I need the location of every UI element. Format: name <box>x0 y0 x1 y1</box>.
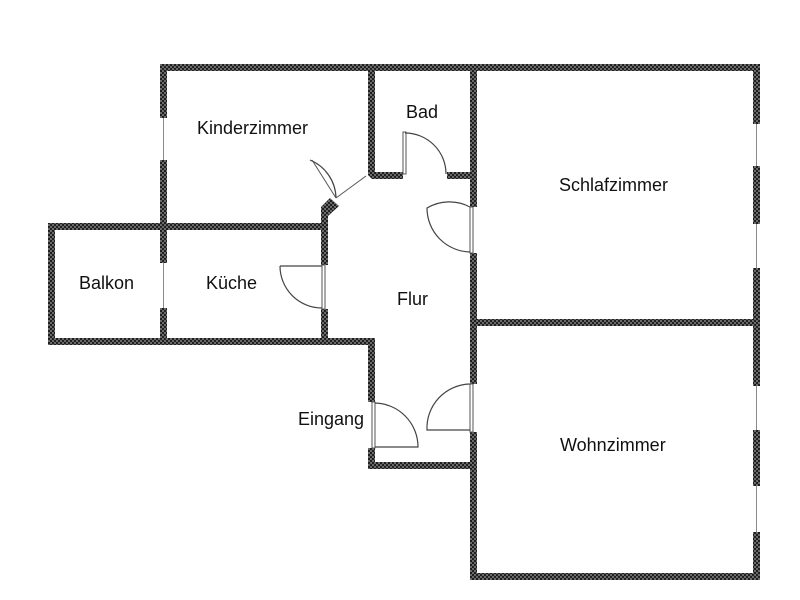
door-kueche <box>279 264 328 310</box>
wall-flur-right <box>470 64 477 469</box>
door-schlafzimmer <box>426 201 477 254</box>
door-kinderzimmer <box>309 159 372 208</box>
label-balkon: Balkon <box>79 273 134 293</box>
label-wohnzimmer: Wohnzimmer <box>560 435 666 455</box>
wall-top <box>160 64 760 71</box>
wall-kitchen-bottom <box>48 338 375 345</box>
wall-kitchen-top <box>48 223 328 230</box>
label-kinderzimmer: Kinderzimmer <box>197 118 308 138</box>
wall-bottom <box>470 573 760 580</box>
door-wohnzimmer <box>426 383 477 433</box>
label-schlafzimmer: Schlafzimmer <box>559 175 668 195</box>
room-labels: Kinderzimmer Bad Schlafzimmer Balkon Küc… <box>79 102 668 455</box>
label-kueche: Küche <box>206 273 257 293</box>
wall-diagonal <box>321 198 339 216</box>
wall-wohnzimmer-left-lower <box>470 462 477 580</box>
label-flur: Flur <box>397 289 428 309</box>
label-bad: Bad <box>406 102 438 122</box>
door-eingang <box>368 401 419 449</box>
doors <box>279 131 477 449</box>
wall-kinderzimmer-bad <box>368 64 375 178</box>
wall-schlaf-wohn <box>470 319 760 326</box>
label-eingang: Eingang <box>298 409 364 429</box>
wall-entrance-bottom <box>368 462 477 469</box>
wall-balkon-left <box>48 223 55 345</box>
windows <box>160 118 760 532</box>
door-bad <box>402 131 447 179</box>
